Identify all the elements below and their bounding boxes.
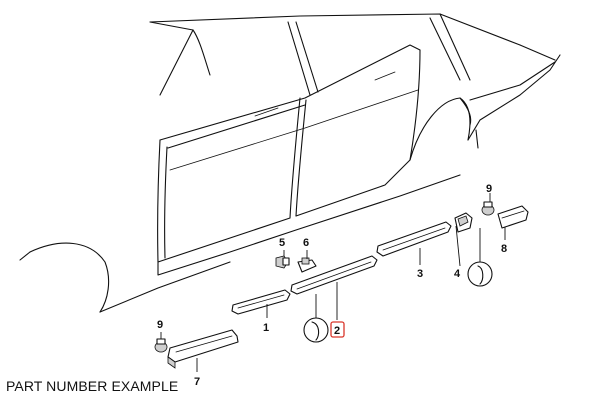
- part-2-center-trim[interactable]: [290, 255, 378, 295]
- clip-detail-right: [467, 261, 493, 287]
- callout-1: 1: [263, 322, 269, 334]
- callout-2: 2: [334, 325, 340, 337]
- callout-8: 8: [501, 243, 507, 255]
- callout-9-front: 9: [157, 319, 163, 331]
- part-9-fastener-front[interactable]: [154, 338, 168, 353]
- part-1-door-trim[interactable]: [231, 289, 291, 315]
- leader-lines: [160, 193, 506, 372]
- diagram-caption: PART NUMBER EXAMPLE: [6, 378, 179, 394]
- callout-5: 5: [279, 237, 285, 249]
- callout-3: 3: [417, 268, 423, 280]
- part-4-end-cap[interactable]: [454, 212, 473, 233]
- callout-2-highlight-box: [330, 321, 345, 338]
- part-5-clip[interactable]: [275, 255, 290, 269]
- part-9-fastener-rear[interactable]: [481, 201, 495, 216]
- part-3-rear-trim[interactable]: [376, 221, 452, 257]
- car-body-outline: [19, 13, 561, 313]
- part-8-bumper-trim[interactable]: [497, 205, 529, 229]
- callout-9-rear: 9: [486, 183, 492, 195]
- part-6-retainer[interactable]: [297, 257, 317, 273]
- part-7-front-trim[interactable]: [167, 329, 239, 369]
- callout-6: 6: [303, 237, 309, 249]
- clip-detail-left: [303, 317, 329, 343]
- callout-7: 7: [194, 376, 200, 388]
- callout-4: 4: [454, 268, 461, 280]
